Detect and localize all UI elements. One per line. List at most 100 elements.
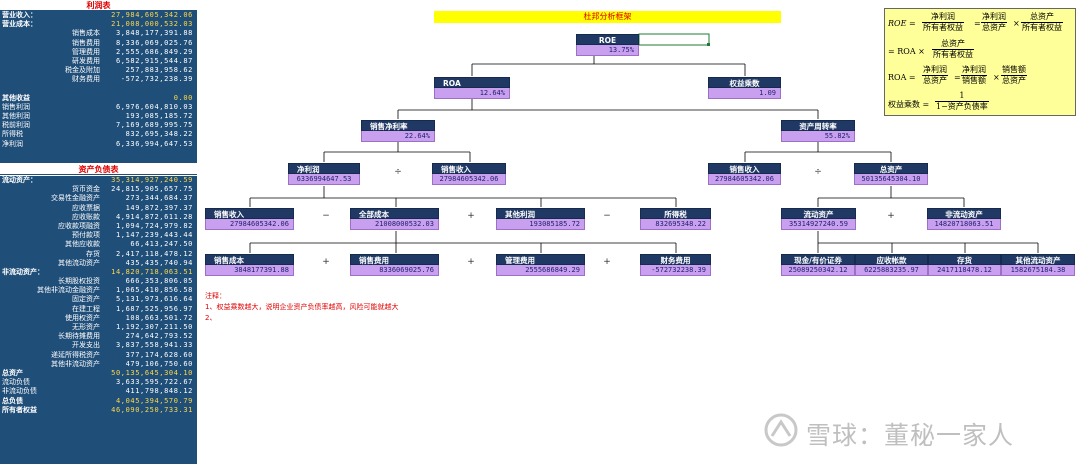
node-roe-value: 13.75% [576,45,639,56]
node-net-margin-value: 22.64% [361,131,435,142]
income-row-label: 营业收入： [2,11,37,19]
balance-row-label: 所有者权益 [2,405,37,414]
node-cash-securities-label: 现金/有价证券 [781,254,855,265]
node-equity-multiplier-label: 权益乘数 [708,77,781,88]
formula-roa-frac-2-num: 净利润 [961,65,987,76]
node-asset-turnover-value: 55.82% [781,131,855,142]
balance-row-label: 其他非流动资产 [51,359,100,368]
income-row-label: 销售利润 [2,102,30,111]
node-selling-exp-value: 8336069025.76 [350,265,439,276]
formula-roe-frac-3: 总资产 所有者权益 [1021,12,1063,33]
balance-row: 其他非流动资产 479,106,750.60 [0,360,197,369]
income-row: 营业成本：21,008,000,532.03 [0,20,197,29]
balance-row-label: 流动负债 [2,378,30,387]
node-noncurrent-assets-label: 非流动资产 [927,208,1001,219]
op-divide-2: ÷ [814,167,822,177]
node-other-profit-label: 其他利润 [496,208,585,219]
balance-row-value: 479,106,750.60 [125,359,193,368]
income-row-value: 832,695,348.22 [125,130,193,139]
node-cost-of-sales: 销售成本 3848177391.88 [205,254,294,276]
node-other-profit-value: 193085185.72 [496,219,585,230]
income-row-value: 257,883,958.62 [125,66,193,75]
income-row-label: 销售成本 [72,29,100,38]
node-revenue-a-label: 销售收入 [432,163,506,174]
formula-roe-frac-2-num: 净利润 [981,12,1007,23]
income-row-label: 管理费用 [72,47,100,56]
node-selling-exp: 销售费用 8336069025.76 [350,254,439,276]
formula-line-2-prefix: = ROA × [888,47,925,56]
formula-roe-frac-4-num: 总资产 [932,39,974,50]
balance-row-label: 应收款项融资 [58,221,100,230]
income-statement-title: 利润表 [0,0,197,11]
op-plus-2: + [887,211,895,221]
formula-roe-frac-1: 净利润 所有者权益 [922,12,964,33]
balance-row-value: 2,417,118,478.12 [115,249,193,258]
balance-row-label: 长期股权投资 [58,277,100,286]
balance-row-value: 1,147,239,443.44 [115,231,193,240]
node-finance-exp: 财务费用 -572732238.39 [640,254,711,276]
balance-row: 流动资产：35,314,927,240.59 [0,176,197,185]
balance-row-label: 其他流动资产 [58,258,100,267]
balance-row-label: 开发支出 [72,341,100,350]
node-noncurrent-assets-value: 14820718063.51 [927,219,1001,230]
formula-roa-frac-3-num: 销售额 [1001,65,1027,76]
balance-row-label: 使用权资产 [65,313,100,322]
formula-roa-frac-2: 净利润 销售额 [961,65,987,86]
income-row-value: 2,555,686,849.29 [115,47,193,56]
balance-row-value: 377,174,628.60 [125,350,193,359]
op-plus-4: + [467,257,475,267]
balance-row-value: 50,135,645,304.10 [111,368,193,377]
income-row-label: 其他利润 [2,112,30,121]
node-finance-exp-value: -572732238.39 [640,265,711,276]
notes-title: 注释： [205,292,226,300]
income-row-label: 其他收益 [2,93,30,102]
balance-row-label: 货币资金 [72,185,100,194]
node-net-margin-label: 销售净利率 [361,120,435,131]
node-revenue-b-value: 27984605342.06 [708,174,781,185]
income-row-value: 7,169,689,995.75 [115,121,193,130]
op-plus-1: + [467,211,475,221]
balance-row-value: 46,090,250,733.31 [111,405,193,414]
node-admin-exp: 管理费用 2555686849.29 [496,254,585,276]
balance-row-label: 非流动负债 [2,387,37,396]
node-total-cost-value: 21008000532.03 [350,219,439,230]
node-income-tax: 所得税 832695348.22 [640,208,711,230]
balance-row-label: 存货 [86,249,100,258]
formula-roe-frac-3-den: 所有者权益 [1022,23,1062,32]
balance-row-label: 其他非流动金融资产 [37,286,100,295]
balance-row-value: 24,815,905,657.75 [111,185,193,194]
balance-row-value: 3,633,595,722.67 [115,378,193,387]
node-current-assets-value: 35314927240.59 [781,219,856,230]
watermark: 雪球：董秘一家人 [762,412,1062,450]
formula-roe-frac-2: 净利润 总资产 [981,12,1007,33]
node-other-profit: 其他利润 193085185.72 [496,208,585,230]
node-inventory-label: 存货 [928,254,1001,265]
node-other-current-value: 1582675184.38 [1001,265,1075,276]
balance-row-value: 4,914,872,611.28 [115,212,193,221]
income-row-value: 193,085,185.72 [125,112,193,121]
balance-row-value: 411,798,848.12 [125,387,193,396]
balance-row: 流动负债 3,633,595,722.67 [0,378,197,387]
node-income-tax-label: 所得税 [640,208,711,219]
income-row-value: 3,848,177,391.88 [115,29,193,38]
node-asset-turnover-label: 资产周转率 [781,120,855,131]
income-row: 营业收入：27,984,605,342.06 [0,11,197,20]
node-revenue-c-value: 27984605342.06 [205,219,294,230]
node-revenue-c-label: 销售收入 [205,208,294,219]
income-row-value: 21,008,000,532.03 [111,20,193,29]
